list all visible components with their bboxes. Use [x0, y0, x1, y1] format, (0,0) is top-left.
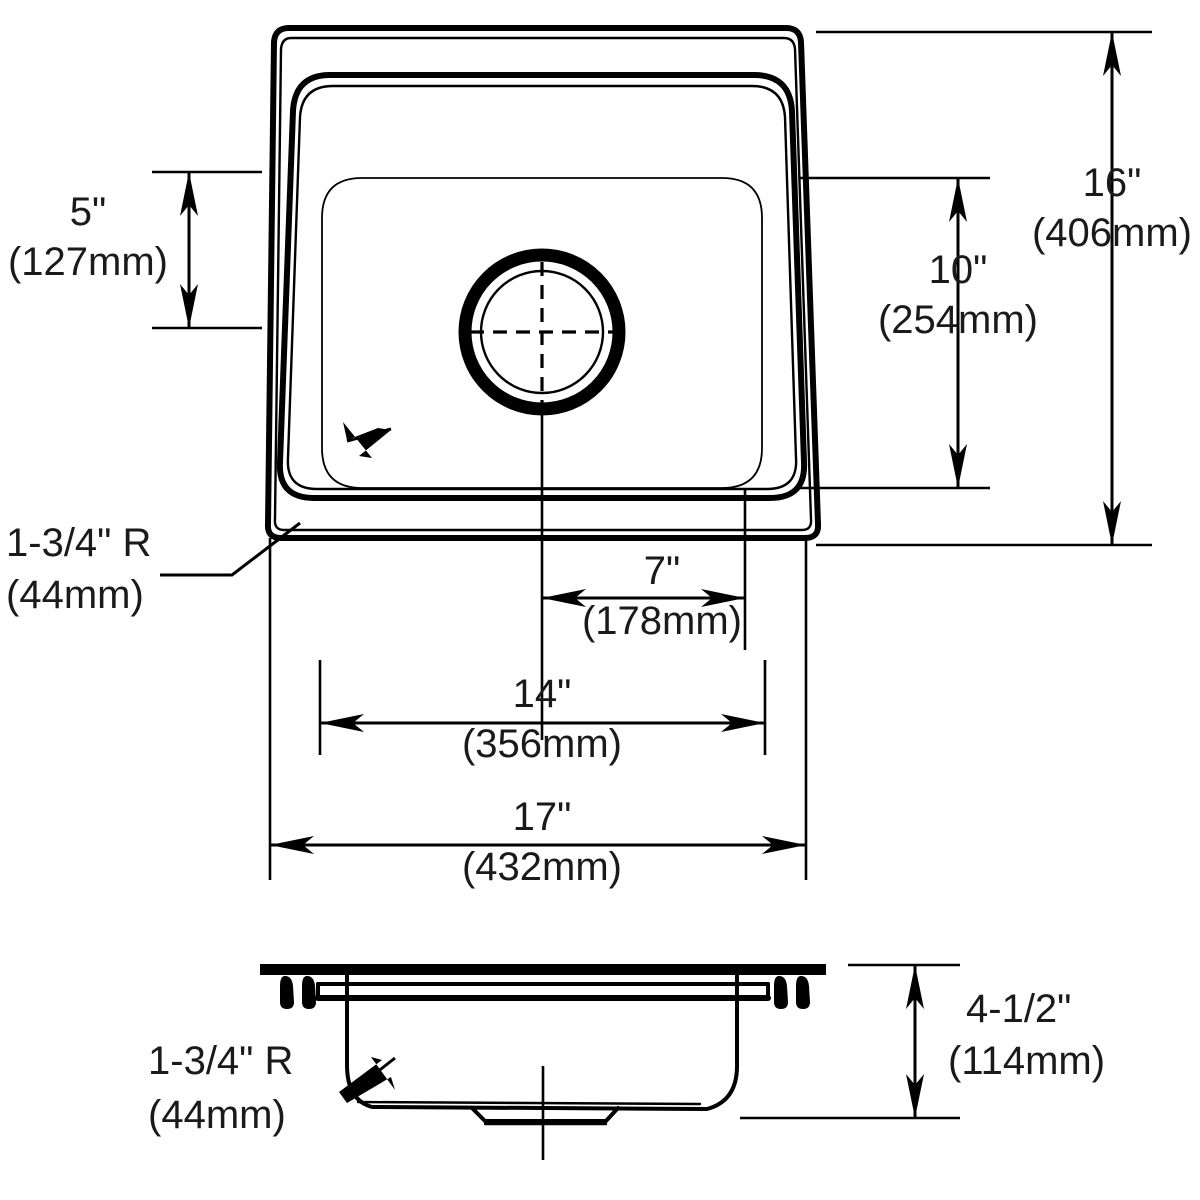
- section-rim-slab-left-bevel: [260, 964, 272, 975]
- dim-10in-imperial: 10": [929, 248, 988, 292]
- section-drain-boss: [470, 1106, 620, 1123]
- dim-10in-metric: (254mm): [878, 298, 1038, 342]
- callout-radius-section-metric: (44mm): [148, 1093, 286, 1137]
- section-bowl-outline: [345, 974, 739, 1111]
- sink-outer-rim-inner-line: [273, 36, 813, 532]
- section-view-group: 1-3/4" R (44mm) 4-1/2" (114mm): [148, 963, 1105, 1160]
- dim-17in-metric: (432mm): [462, 845, 622, 889]
- sink-bowl-floor-outline: [321, 177, 763, 489]
- dim-14in-metric: (356mm): [462, 722, 622, 766]
- dim-5in-imperial: 5": [70, 190, 106, 234]
- sink-bowl-lip-outline: [276, 72, 808, 501]
- mounting-clip-left-b: [302, 976, 316, 1009]
- dim-16in-imperial: 16": [1083, 161, 1142, 205]
- top-view-group: 5" (127mm) 10" (254mm) 16" (406mm) 1-3/4…: [6, 25, 1192, 889]
- mounting-clip-right-a: [774, 976, 788, 1009]
- leader-stem-radius-section: [347, 1056, 396, 1097]
- dim-depth-metric: (114mm): [948, 1039, 1105, 1083]
- dim-17in-imperial: 17": [513, 795, 572, 839]
- dim-14in-imperial: 14": [513, 672, 572, 716]
- dim-depth-imperial: 4-1/2": [966, 987, 1071, 1031]
- mounting-clip-left-a: [280, 976, 294, 1009]
- dim-7in-imperial: 7": [644, 549, 680, 593]
- dim-5in-metric: (127mm): [8, 240, 168, 284]
- dim-16in-metric: (406mm): [1032, 211, 1192, 255]
- rim-center-mark: [539, 966, 547, 974]
- section-bowl-inner-line: [356, 1100, 702, 1106]
- dim-7in-metric: (178mm): [582, 599, 742, 643]
- sink-bowl-lip-inner-line: [286, 84, 798, 491]
- leader-radius-top-view: [160, 521, 301, 577]
- mounting-clip-right-b: [796, 976, 810, 1009]
- callout-radius-top-metric: (44mm): [6, 573, 144, 617]
- section-rim-slab-right-bevel: [814, 964, 826, 975]
- leader-stem-radius-top-view: [346, 427, 392, 443]
- callout-radius-top-imperial: 1-3/4" R: [6, 521, 151, 565]
- callout-radius-section-imperial: 1-3/4" R: [148, 1039, 293, 1083]
